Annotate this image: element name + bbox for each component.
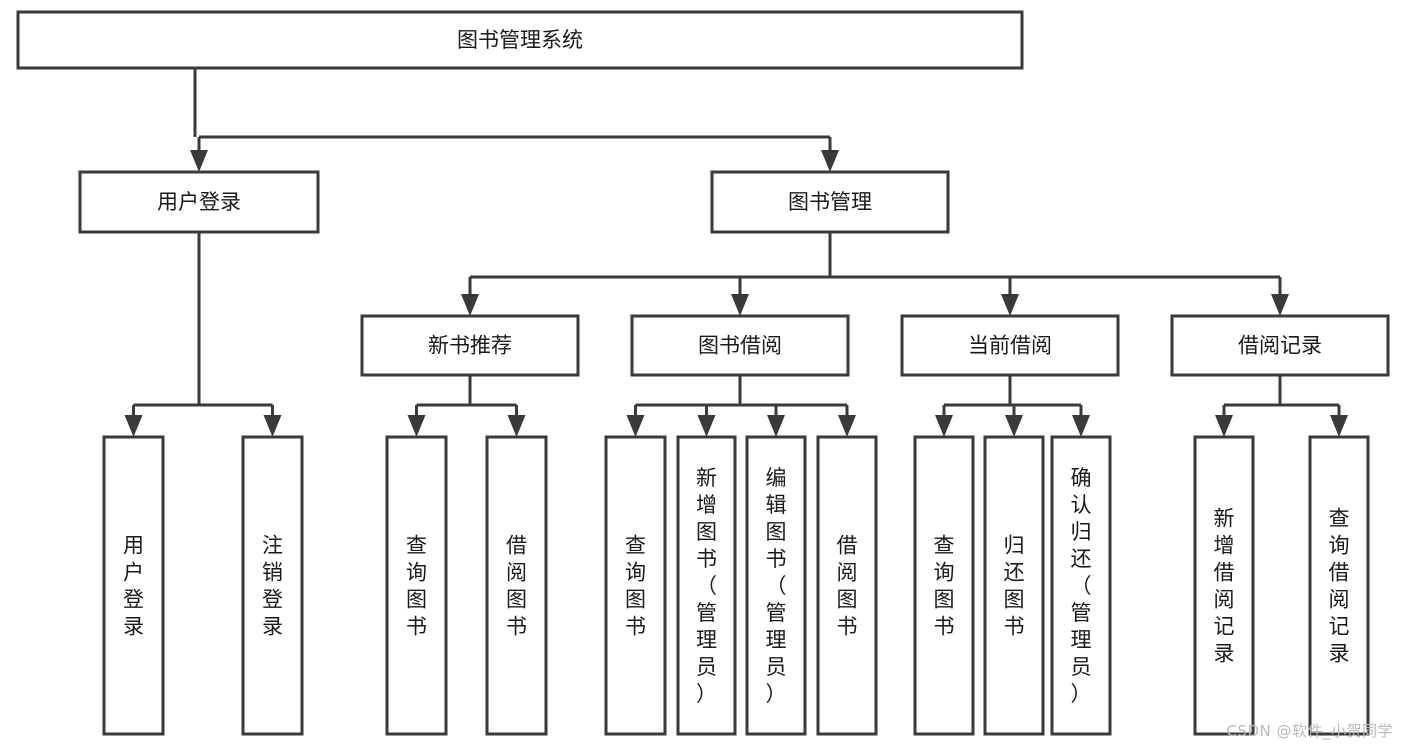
node-book-manage[interactable]: 图书管理 [710, 170, 950, 234]
node-root[interactable]: 图书管理系统 [16, 10, 1024, 70]
node-layer: 图书管理系统用户登录图书管理用户登录注销登录新书推荐查询图书借阅图书图书借阅查询… [16, 10, 1390, 736]
arrow-head-icon [263, 415, 282, 437]
arrow-head-icon [1001, 294, 1019, 316]
node-label: 注销登录 [262, 534, 283, 639]
node-label: 借阅图书 [837, 534, 858, 639]
node-box [78, 170, 320, 234]
arrow-head-icon [1005, 415, 1023, 437]
node-label: 借阅图书 [506, 534, 527, 639]
node-cb-confirm-return[interactable]: 确认归还（管理员） [1050, 435, 1112, 736]
node-box [360, 314, 580, 377]
node-bb-edit-book[interactable]: 编辑图书（管理员） [745, 435, 807, 736]
connector-layer [124, 68, 1348, 437]
node-bb-query-book[interactable]: 查询图书 [604, 435, 667, 736]
node-user-login[interactable]: 用户登录 [78, 170, 320, 234]
arrow-head-icon [190, 150, 208, 172]
node-box [16, 10, 1024, 70]
node-new-book-recommend[interactable]: 新书推荐 [360, 314, 580, 377]
node-label: 新书推荐 [428, 334, 512, 358]
arrow-head-icon [461, 294, 479, 316]
node-label: 新增借阅记录 [1214, 507, 1235, 666]
node-label: 确认归还（管理员） [1071, 466, 1092, 706]
arrow-head-icon [1215, 415, 1233, 437]
arrow-head-icon [821, 150, 839, 172]
arrow-head-icon [731, 294, 749, 316]
node-box [745, 435, 807, 736]
node-box [102, 435, 165, 736]
arrow-head-icon [697, 415, 716, 437]
node-box [913, 435, 975, 736]
node-book-borrow[interactable]: 图书借阅 [630, 314, 850, 377]
node-box [676, 435, 737, 736]
node-box [485, 435, 548, 736]
node-br-add-record[interactable]: 新增借阅记录 [1193, 435, 1255, 736]
node-user-logout-leaf[interactable]: 注销登录 [241, 435, 304, 736]
node-br-query-record[interactable]: 查询借阅记录 [1308, 435, 1370, 736]
node-box [1170, 314, 1390, 377]
node-nbr-query-book[interactable]: 查询图书 [385, 435, 448, 736]
node-box [816, 435, 878, 736]
arrow-head-icon [124, 415, 143, 437]
node-label: 查询图书 [934, 534, 955, 639]
node-bb-add-book[interactable]: 新增图书（管理员） [676, 435, 737, 736]
csdn-watermark: CSDN @软件_小贺同学 [1226, 722, 1393, 740]
node-label: 新增图书（管理员） [696, 466, 717, 706]
node-box [630, 314, 850, 377]
node-label: 图书管理 [788, 190, 872, 214]
node-label: 借阅记录 [1238, 334, 1322, 358]
node-current-borrow[interactable]: 当前借阅 [900, 314, 1120, 377]
arrow-head-icon [935, 415, 953, 437]
node-cb-return-book[interactable]: 归还图书 [983, 435, 1045, 736]
node-cb-query-book[interactable]: 查询图书 [913, 435, 975, 736]
node-box [241, 435, 304, 736]
arrow-head-icon [626, 415, 645, 437]
node-box [983, 435, 1045, 736]
arrow-head-icon [1271, 294, 1289, 316]
node-label: 图书管理系统 [457, 28, 583, 52]
arrow-head-icon [1330, 415, 1348, 437]
arrow-head-icon [507, 415, 526, 437]
node-user-login-leaf[interactable]: 用户登录 [102, 435, 165, 736]
arrow-head-icon [1072, 415, 1090, 437]
node-bb-borrow-book[interactable]: 借阅图书 [816, 435, 878, 736]
node-label: 查询图书 [625, 534, 646, 639]
node-box [1050, 435, 1112, 736]
node-box [900, 314, 1120, 377]
node-label: 查询图书 [406, 534, 427, 639]
node-box [710, 170, 950, 234]
node-label: 用户登录 [157, 190, 241, 214]
node-box [385, 435, 448, 736]
arrow-head-icon [767, 415, 785, 437]
node-label: 归还图书 [1004, 534, 1025, 639]
node-label: 编辑图书（管理员） [766, 466, 787, 706]
arrow-head-icon [407, 415, 426, 437]
node-borrow-records[interactable]: 借阅记录 [1170, 314, 1390, 377]
arrow-head-icon [838, 415, 856, 437]
node-box [1308, 435, 1370, 736]
node-label: 查询借阅记录 [1329, 507, 1350, 666]
node-box [604, 435, 667, 736]
node-label: 用户登录 [123, 534, 144, 639]
node-nbr-borrow-book[interactable]: 借阅图书 [485, 435, 548, 736]
node-label: 当前借阅 [968, 334, 1052, 358]
node-label: 图书借阅 [698, 334, 782, 358]
node-box [1193, 435, 1255, 736]
